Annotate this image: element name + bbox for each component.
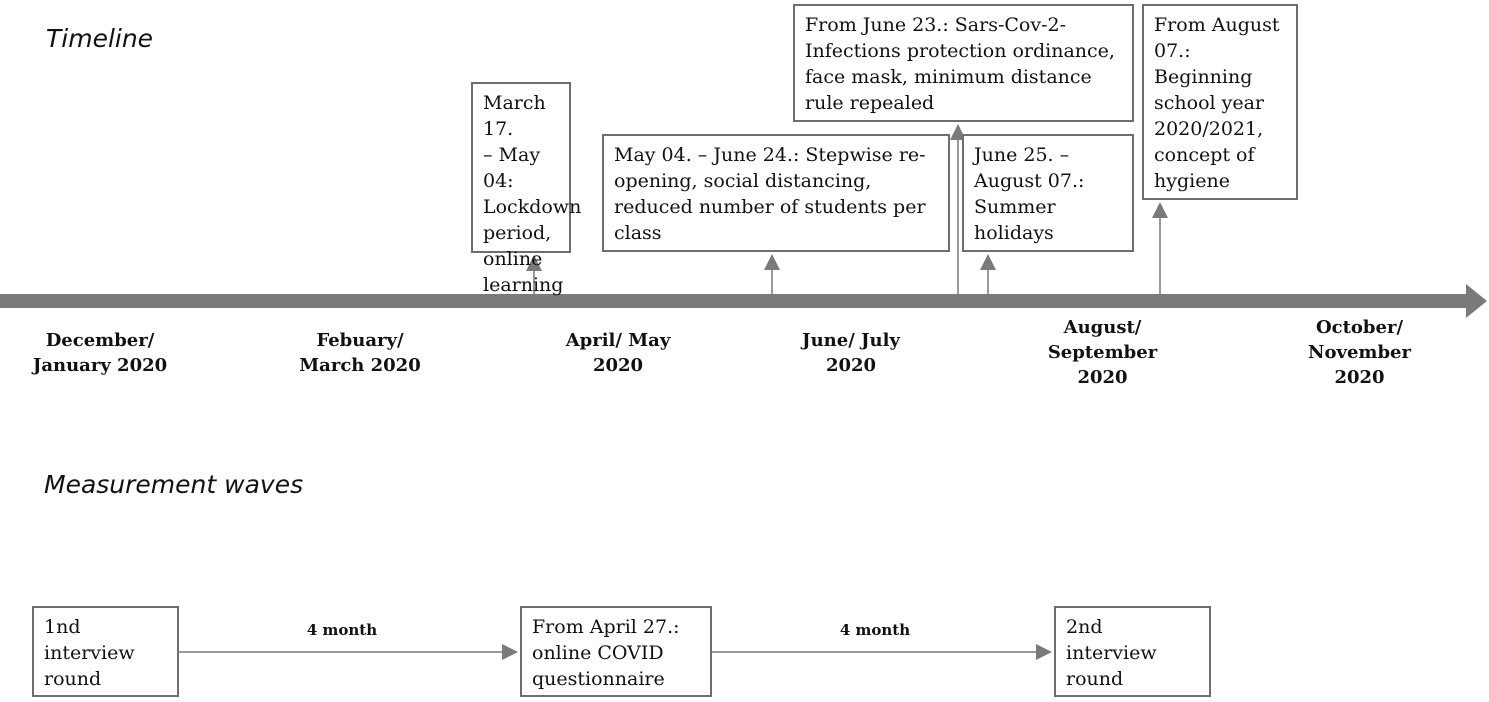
timeline-arrowhead (1466, 284, 1487, 318)
event-reopening-box: May 04. – June 24.: Stepwise re- opening… (602, 134, 950, 252)
interval-label-1: 4 month (306, 621, 378, 639)
timeline-axis (0, 294, 1468, 308)
wave-first-interview-box: 1nd interview round (32, 606, 179, 697)
interval-label-2: 4 month (839, 621, 911, 639)
axis-label-jun-jul: June/ July 2020 (802, 330, 900, 376)
event-lockdown-box: March 17. – May 04: Lockdown period, onl… (471, 82, 581, 296)
measurement-waves-heading: Measurement waves (44, 470, 304, 499)
axis-label-dec-jan: December/ January 2020 (32, 330, 168, 376)
wave-covid-questionnaire-box: From April 27.: online COVID questionnai… (520, 606, 712, 697)
event-ordinance-box: From June 23.: Sars-Cov-2- Infections pr… (793, 4, 1134, 122)
wave-second-interview-box: 2nd interview round (1054, 606, 1211, 697)
axis-label-feb-mar: Febuary/ March 2020 (299, 330, 421, 376)
axis-label-oct-nov: October/ November 2020 (1308, 317, 1411, 388)
event-holidays-box: June 25. – August 07.: Summer holidays (962, 134, 1134, 252)
axis-label-apr-may: April/ May 2020 (565, 330, 671, 376)
event-school-year-box: From August 07.: Beginning school year 2… (1142, 4, 1298, 200)
axis-label-aug-sep: August/ September 2020 (1047, 317, 1158, 388)
timeline-heading: Timeline (46, 24, 154, 53)
